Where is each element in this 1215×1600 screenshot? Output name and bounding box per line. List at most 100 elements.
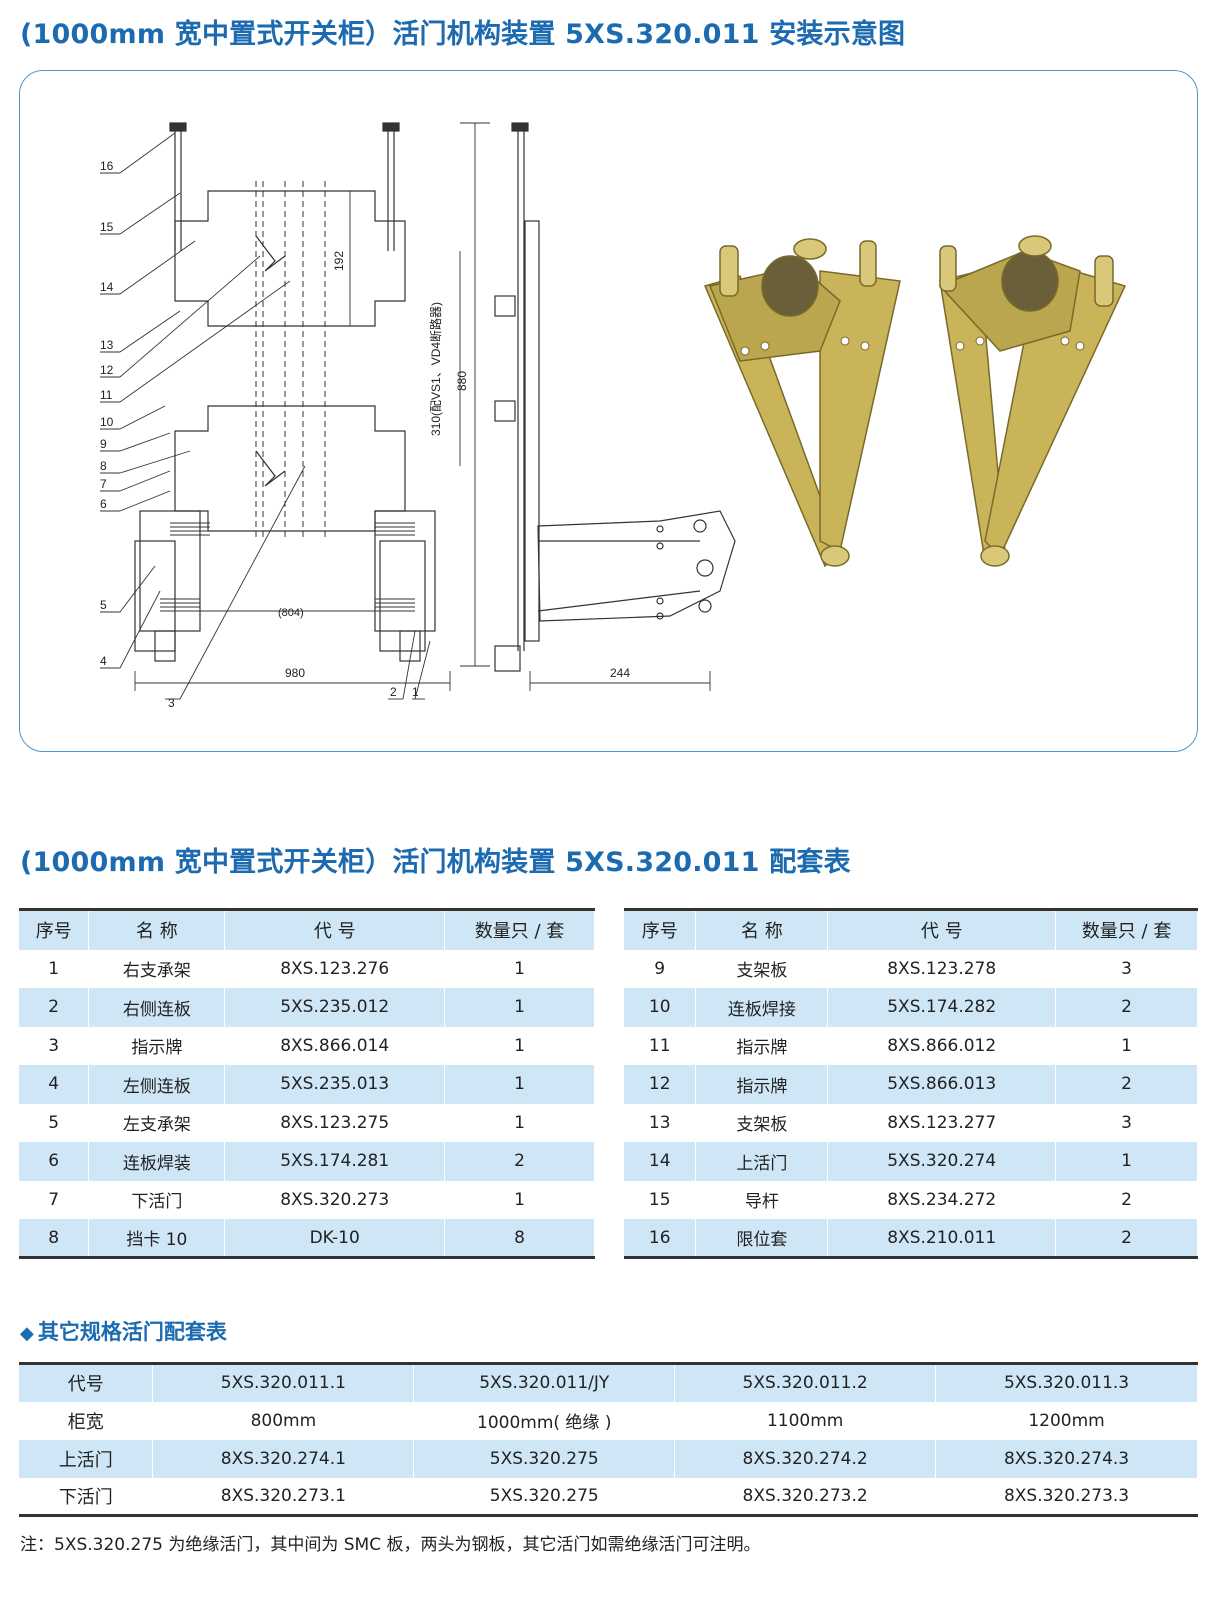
callout-13: 13 <box>100 338 114 352</box>
cell-name: 导杆 <box>695 1180 829 1219</box>
callout-14: 14 <box>100 280 114 294</box>
cell-index: 1 <box>19 949 90 988</box>
dim-192: 192 <box>332 251 346 271</box>
callout-15: 15 <box>100 220 114 234</box>
cell-index: 8 <box>19 1219 90 1259</box>
cell-code: 8XS.123.276 <box>224 949 446 988</box>
table-row: 代号 5XS.320.011.1 5XS.320.011/JY 5XS.320.… <box>19 1362 1198 1402</box>
row-header-width: 柜宽 <box>19 1401 154 1440</box>
cell-name: 指示牌 <box>695 1065 829 1104</box>
limit-sleeve-left <box>169 122 187 132</box>
cell-index: 15 <box>624 1180 697 1219</box>
cell-name: 指示牌 <box>695 1026 829 1065</box>
header-code: 代 号 <box>827 908 1057 950</box>
spec-cell: 8XS.320.273.3 <box>935 1477 1198 1517</box>
callout-9: 9 <box>100 437 107 451</box>
spec-cell: 800mm <box>152 1401 415 1440</box>
cell-index: 10 <box>624 988 697 1027</box>
cell-quantity: 2 <box>1055 988 1198 1027</box>
callout-3: 3 <box>168 696 175 710</box>
cell-index: 12 <box>624 1065 697 1104</box>
product-photo <box>703 235 1127 568</box>
cell-code: 5XS.866.013 <box>827 1065 1057 1104</box>
cell-quantity: 1 <box>444 1103 595 1142</box>
cell-quantity: 1 <box>444 1026 595 1065</box>
cell-code: 8XS.234.272 <box>827 1180 1057 1219</box>
cell-name: 限位套 <box>695 1219 829 1259</box>
technical-drawing: 16 15 14 13 12 11 10 9 8 7 6 5 4 3 2 1 1… <box>100 122 1127 710</box>
cell-code: 8XS.123.278 <box>827 949 1057 988</box>
cell-code: 5XS.174.281 <box>224 1142 446 1181</box>
header-quantity: 数量只 / 套 <box>1055 908 1198 950</box>
header-index: 序号 <box>19 908 90 950</box>
callout-16: 16 <box>100 159 114 173</box>
cell-code: 8XS.210.011 <box>827 1219 1057 1259</box>
cell-quantity: 1 <box>444 1065 595 1104</box>
spec-cell: 1200mm <box>935 1401 1198 1440</box>
callout-11: 11 <box>100 388 113 402</box>
cell-index: 16 <box>624 1219 697 1259</box>
cell-code: DK-10 <box>224 1219 446 1259</box>
cell-quantity: 2 <box>1055 1180 1198 1219</box>
limit-sleeve-right <box>382 122 400 132</box>
install-diagram-panel: 16 15 14 13 12 11 10 9 8 7 6 5 4 3 2 1 1… <box>19 70 1198 752</box>
cell-quantity: 1 <box>1055 1026 1198 1065</box>
cell-code: 5XS.320.274 <box>827 1142 1057 1181</box>
dim-244: 244 <box>610 666 630 680</box>
spec-cell: 8XS.320.274.1 <box>152 1439 415 1478</box>
cell-index: 7 <box>19 1180 90 1219</box>
spec-cell: 8XS.320.273.2 <box>674 1477 937 1517</box>
footnote: 注：5XS.320.275 为绝缘活门，其中间为 SMC 板，两头为钢板，其它活… <box>20 1535 761 1555</box>
cell-index: 5 <box>19 1103 90 1142</box>
cell-name: 支架板 <box>695 949 829 988</box>
row-header-upper-shutter: 上活门 <box>19 1439 154 1478</box>
callout-6: 6 <box>100 497 107 511</box>
cell-quantity: 1 <box>1055 1142 1198 1181</box>
spec-cell: 5XS.320.275 <box>413 1477 676 1517</box>
cell-code: 8XS.320.273 <box>224 1180 446 1219</box>
spec-cell: 8XS.320.274.2 <box>674 1439 937 1478</box>
cell-index: 6 <box>19 1142 90 1181</box>
callout-1: 1 <box>412 685 419 699</box>
spec-cell: 5XS.320.011/JY <box>413 1362 676 1402</box>
lower-shutter <box>174 405 406 532</box>
cell-index: 4 <box>19 1065 90 1104</box>
header-quantity: 数量只 / 套 <box>444 908 595 950</box>
spec-cell: 1000mm( 绝缘 ) <box>413 1401 676 1440</box>
cell-quantity: 2 <box>444 1142 595 1181</box>
other-specs-heading: ◆其它规格活门配套表 <box>20 1316 227 1346</box>
callout-8: 8 <box>100 459 107 473</box>
cell-quantity: 1 <box>444 1180 595 1219</box>
cell-index: 2 <box>19 988 90 1027</box>
row-header-code: 代号 <box>19 1362 154 1402</box>
cell-index: 9 <box>624 949 697 988</box>
cell-code: 8XS.866.012 <box>827 1026 1057 1065</box>
cell-code: 8XS.866.014 <box>224 1026 446 1065</box>
spec-cell: 5XS.320.275 <box>413 1439 676 1478</box>
cell-quantity: 3 <box>1055 1103 1198 1142</box>
cell-quantity: 2 <box>1055 1065 1198 1104</box>
callout-5: 5 <box>100 598 107 612</box>
cell-quantity: 1 <box>444 949 595 988</box>
callout-7: 7 <box>100 477 107 491</box>
header-name: 名 称 <box>88 908 226 950</box>
dim-980: 980 <box>285 666 305 680</box>
cell-name: 指示牌 <box>88 1026 226 1065</box>
cell-quantity: 3 <box>1055 949 1198 988</box>
other-specs-table: 代号 5XS.320.011.1 5XS.320.011/JY 5XS.320.… <box>19 1362 1198 1517</box>
cell-index: 13 <box>624 1103 697 1142</box>
cell-name: 下活门 <box>88 1180 226 1219</box>
spec-cell: 5XS.320.011.1 <box>152 1362 415 1402</box>
